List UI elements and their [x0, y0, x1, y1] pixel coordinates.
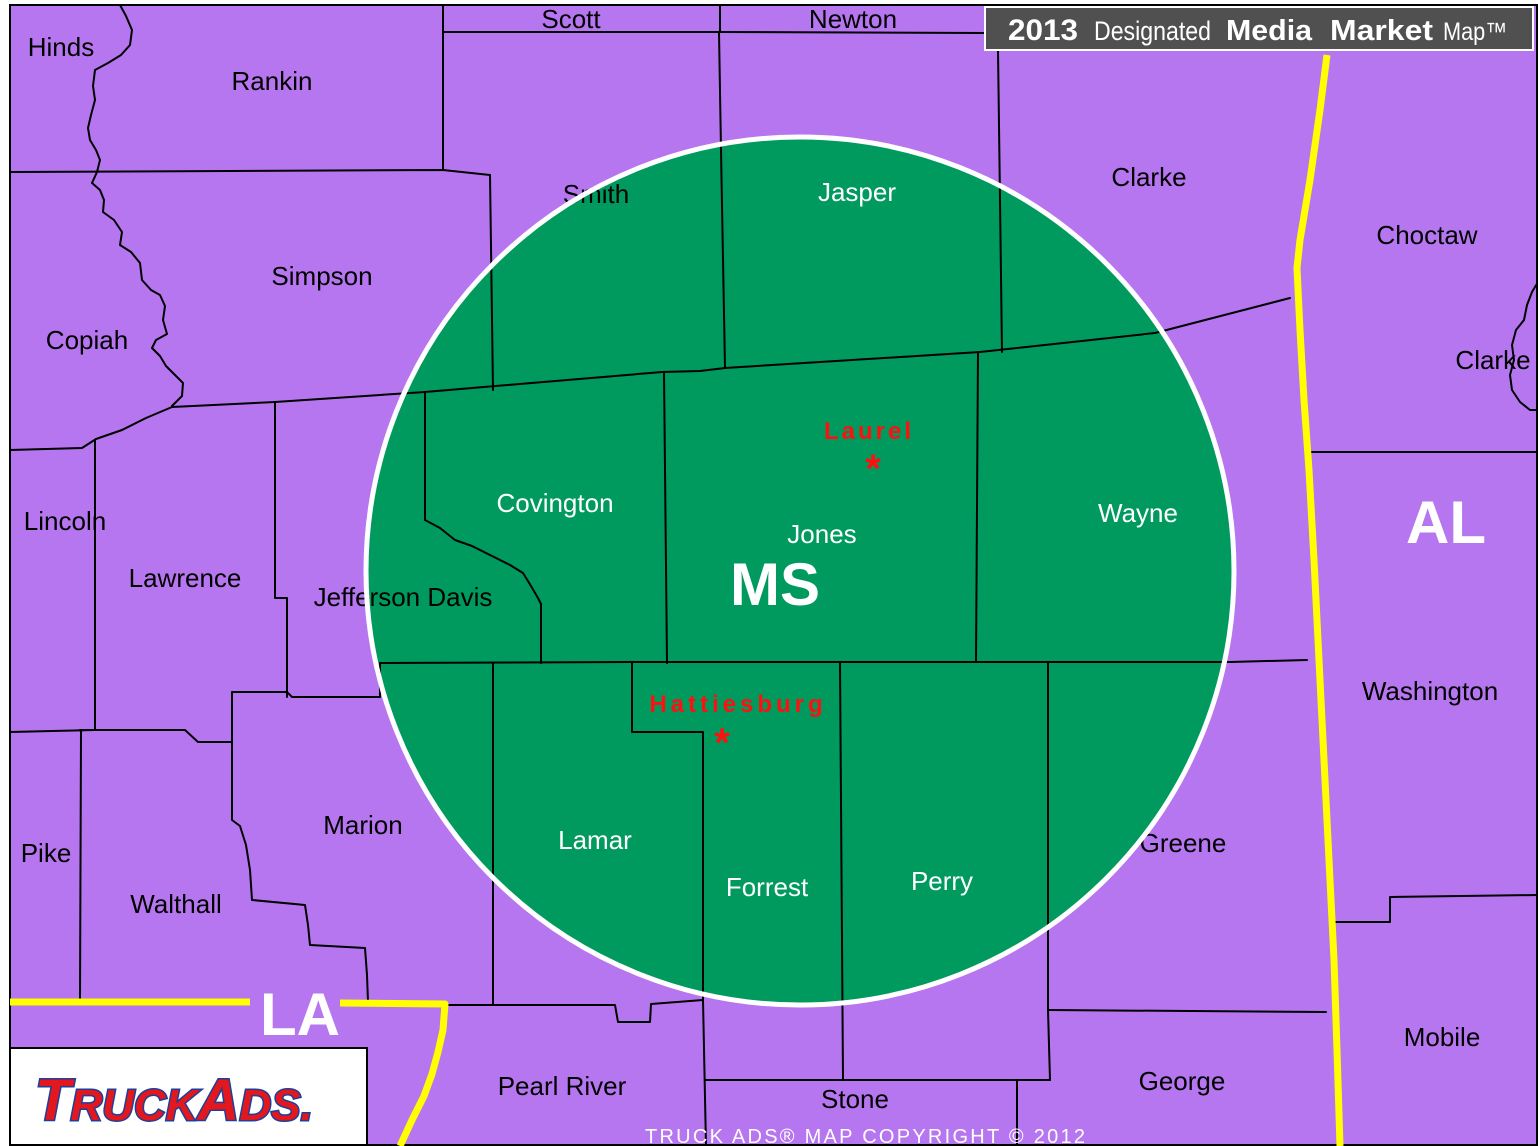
county-border-smith-jasper: [718, 31, 726, 369]
county-label-choctaw: Choctaw: [1376, 220, 1477, 250]
logo-letter-a: A: [196, 1068, 240, 1133]
county-border-lawrence-jefferson-davis: [274, 401, 288, 698]
county-border-lamar-forrest: [631, 661, 707, 1146]
county-border-central-south: [379, 659, 1308, 664]
county-borders: [9, 4, 1538, 1146]
state-borders: [10, 54, 1344, 1146]
county-label-jefferson-davis: Jefferson Davis: [314, 582, 493, 612]
county-label-lamar: Lamar: [558, 825, 632, 855]
county-label-perry: Perry: [911, 866, 973, 896]
county-border-lamar-pearl-river: [439, 999, 704, 1023]
county-label-marion: Marion: [323, 810, 402, 840]
city-labels: Laurel * Hattiesburg *: [649, 418, 914, 765]
county-label-stone: Stone: [821, 1084, 889, 1114]
logo-box: [9, 1047, 368, 1146]
map-title: 2013 Designated Media Market Map™: [984, 6, 1534, 51]
county-border-washington-mobile: [1331, 894, 1538, 923]
county-border-greene-george: [1047, 1009, 1327, 1013]
county-label-covington: Covington: [496, 488, 613, 518]
county-border-jones-wayne: [975, 351, 979, 663]
county-label-wayne: Wayne: [1098, 498, 1178, 528]
logo-letters-ds: DS: [239, 1081, 300, 1130]
county-border-rankin-simpson: [9, 169, 491, 176]
county-label-lincoln: Lincoln: [24, 506, 106, 536]
city-label-laurel: Laurel: [824, 418, 914, 445]
copyright-text: TRUCK ADS® MAP COPYRIGHT © 2012: [645, 1126, 1085, 1146]
county-label-smith: Smith: [563, 179, 629, 209]
title-map: Map™: [1443, 18, 1507, 46]
county-label-walthall: Walthall: [130, 889, 222, 919]
county-border-covington-jones: [663, 371, 668, 664]
county-border-pike-walthall: [79, 729, 82, 1001]
state-labels: MS AL LA: [260, 489, 1486, 1048]
county-border-lawrence-walthall: [79, 729, 233, 743]
county-border-jasper-clarke: [997, 49, 1003, 353]
county-border-walthall-marion: [231, 691, 369, 1003]
title-media: Media: [1226, 15, 1313, 47]
county-border-choctaw-clarke-al: [1509, 281, 1538, 411]
county-labels: Hinds Rankin Scott Newton Smith Jasper C…: [21, 4, 1531, 1114]
state-label-la: LA: [260, 981, 340, 1048]
county-label-lawrence: Lawrence: [129, 563, 242, 593]
title-designated: Designated: [1094, 16, 1211, 46]
county-label-mobile: Mobile: [1404, 1022, 1481, 1052]
county-label-pearl-river: Pearl River: [498, 1071, 627, 1101]
logo-letters-ruck: RUCK: [70, 1081, 200, 1130]
state-label-al: AL: [1406, 489, 1486, 556]
county-label-washington: Washington: [1362, 676, 1498, 706]
state-border-la-east: [339, 999, 449, 1146]
logo-text: TRUCKADS.: [35, 1068, 313, 1133]
county-border-simpson-smith: [489, 174, 494, 391]
county-label-newton: Newton: [809, 4, 897, 34]
county-label-jasper: Jasper: [818, 177, 896, 207]
county-label-clarke-ms: Clarke: [1111, 162, 1186, 192]
title-year: 2013: [1008, 14, 1078, 47]
truckads-logo: TRUCKADS.: [9, 1047, 368, 1146]
county-border-forrest-perry: [839, 661, 844, 1081]
coverage-circle-outline: [363, 134, 1237, 1008]
county-label-george: George: [1139, 1066, 1226, 1096]
city-marker-laurel: *: [865, 447, 881, 491]
title-market: Market: [1330, 15, 1433, 47]
county-border-jefferson-davis-covington: [424, 391, 542, 664]
state-border-ms-al: [1293, 54, 1344, 1146]
county-label-greene: Greene: [1140, 828, 1227, 858]
state-label-ms: MS: [730, 551, 820, 618]
logo-dot: .: [301, 1081, 313, 1130]
county-label-scott: Scott: [541, 4, 601, 34]
county-label-rankin: Rankin: [232, 66, 313, 96]
county-label-clarke-al: Clarke: [1455, 345, 1530, 375]
county-label-hinds: Hinds: [28, 32, 94, 62]
county-border-scott-newton-south: [442, 31, 986, 34]
county-border-central-north: [171, 297, 1291, 408]
county-label-jones: Jones: [787, 519, 856, 549]
county-border-hinds-rankin-river: [87, 4, 184, 407]
county-label-simpson: Simpson: [271, 261, 372, 291]
city-label-hattiesburg: Hattiesburg: [649, 691, 826, 718]
coverage-circle: [366, 137, 1234, 1005]
county-border-copiah-lincoln: [9, 406, 173, 451]
county-label-forrest: Forrest: [726, 872, 809, 902]
county-label-pike: Pike: [21, 838, 72, 868]
title-box: [984, 6, 1534, 51]
county-label-copiah: Copiah: [46, 325, 128, 355]
logo-letter-t: T: [35, 1068, 75, 1133]
city-marker-hattiesburg: *: [714, 721, 730, 765]
